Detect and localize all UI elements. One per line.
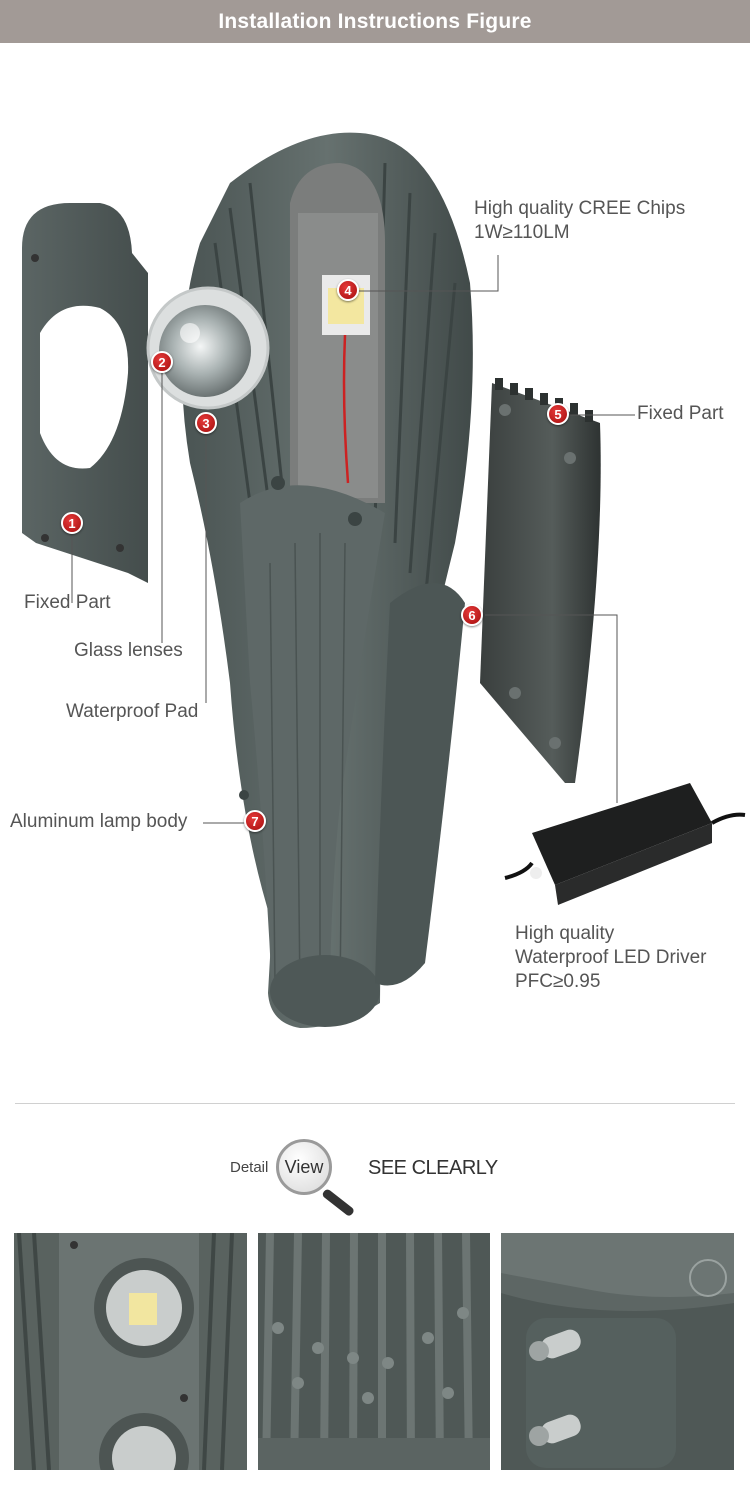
label-driver-line1: High quality <box>515 923 615 944</box>
screw-icon <box>529 1329 581 1446</box>
detail-photo-fins <box>258 1233 490 1470</box>
callout-badge-4: 4 <box>337 279 359 301</box>
detail-view-heading: Detail View SEE CLEARLY <box>0 1135 750 1218</box>
glass-lens <box>146 286 270 410</box>
detail-photo-lens <box>14 1233 247 1470</box>
detail-label: Detail <box>230 1159 269 1176</box>
callout-badge-7: 7 <box>244 810 266 832</box>
callout-badge-3: 3 <box>195 412 217 434</box>
label-driver-line3: PFC≥0.95 <box>515 971 601 992</box>
detail-photo-screws <box>501 1233 734 1470</box>
magnifier-icon: View <box>276 1139 332 1195</box>
page-title: Installation Instructions Figure <box>218 9 532 33</box>
callout-badge-1: 1 <box>61 512 83 534</box>
callout-badge-5: 5 <box>547 403 569 425</box>
label-driver-line2: Waterproof LED Driver <box>515 947 707 968</box>
exploded-lamp-figure: 1 2 3 4 5 6 7 Fixed Part Glass lenses Wa… <box>0 43 750 1103</box>
lamp-illustration <box>22 132 746 1029</box>
header-bar: Installation Instructions Figure <box>0 0 750 43</box>
label-waterproof-pad: Waterproof Pad <box>66 701 199 722</box>
label-glass-lenses: Glass lenses <box>74 640 183 661</box>
label-fixed-part-left: Fixed Part <box>24 592 111 613</box>
section-divider <box>15 1103 735 1104</box>
label-aluminum-body: Aluminum lamp body <box>10 811 188 832</box>
rear-cover <box>480 378 601 783</box>
label-fixed-part-right: Fixed Part <box>637 403 724 424</box>
label-cree-chips-line2: 1W≥110LM <box>474 222 570 243</box>
see-clearly-label: SEE CLEARLY <box>368 1157 498 1179</box>
fixed-plate-left <box>22 203 148 583</box>
label-cree-chips-line1: High quality CREE Chips <box>474 198 686 219</box>
magnifier-handle-icon <box>321 1187 356 1218</box>
leader-lines <box>71 255 635 824</box>
view-label: View <box>284 1156 324 1177</box>
callout-badge-6: 6 <box>461 604 483 626</box>
led-driver <box>504 783 746 905</box>
callout-badge-2: 2 <box>151 351 173 373</box>
lamp-body <box>182 132 473 1029</box>
